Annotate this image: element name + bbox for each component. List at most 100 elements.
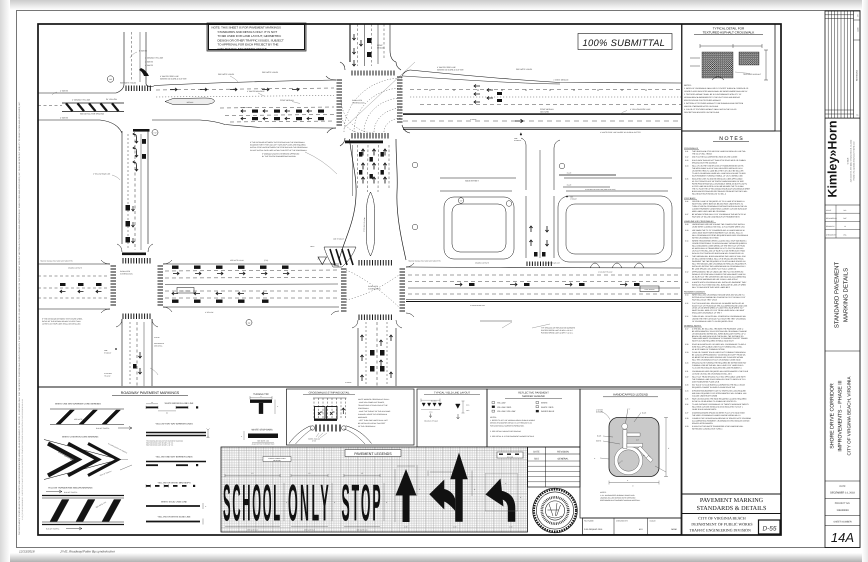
svg-text:LEGENDS WILL BE MARKED WITH AP: LEGENDS WILL BE MARKED WITH APPROVED bbox=[600, 497, 636, 500]
svg-text:WHITE CHEVRON CORE MARKING: WHITE CHEVRON CORE MARKING bbox=[62, 436, 99, 439]
svg-text:3.26: 3.26 bbox=[685, 403, 688, 406]
svg-text:POSTED SPEED LIMIT 40 MPH + 40: POSTED SPEED LIMIT 40 MPH + 40'-0 C. bbox=[146, 445, 174, 447]
svg-text:DESIGN OR OTHER TRAFFIC ISSUES: DESIGN OR OTHER TRAFFIC ISSUES, SUBJECT bbox=[218, 38, 285, 42]
svg-text:3.27: 3.27 bbox=[685, 411, 688, 414]
svg-text:24' YELLOW: 24' YELLOW bbox=[240, 106, 249, 109]
svg-text:NOTE: THIS SHEET IS FOR PAVEME: NOTE: THIS SHEET IS FOR PAVEMENT MARKING… bbox=[212, 26, 282, 30]
svg-text:WHERE TRANSVERSE WHITE LOCATED: WHERE TRANSVERSE WHITE LOCATED WILL STOP… bbox=[692, 240, 747, 243]
svg-text:YELLOW TWO WAY BARRIER LINES: YELLOW TWO WAY BARRIER LINES bbox=[155, 423, 193, 426]
svg-text:INTERSECTION: INTERSECTION bbox=[352, 102, 365, 105]
svg-text:WILL DESIGNATED LINES WHEEL OR: WILL DESIGNATED LINES WHEEL OR THE THE F… bbox=[692, 244, 745, 247]
svg-text:SHARED USE PATH: SHARED USE PATH bbox=[68, 267, 82, 270]
svg-text:MISS LANES LINE LINES BE CROSS: MISS LANES LINE LINES BE CROSSWAL bbox=[692, 210, 726, 213]
svg-text:BY: BY bbox=[857, 14, 860, 17]
svg-text:YELLOW OR WHITE MINI-SKIPS: YELLOW OR WHITE MINI-SKIPS bbox=[157, 482, 191, 485]
svg-text:REQUIRED CONSIST IN LINES FLOW: REQUIRED CONSIST IN LINES FLOW BE EDGE T… bbox=[692, 386, 736, 389]
svg-text:WHITE IN WILL MISS OF FOOT FRO: WHITE IN WILL MISS OF FOOT FROM LANES IN… bbox=[692, 309, 745, 312]
svg-text:PAVEMENT MARKING: PAVEMENT MARKING bbox=[700, 497, 764, 504]
svg-text:STANDARDS AND DETAILS ONLY. IT: STANDARDS AND DETAILS ONLY. IT IS NOT bbox=[218, 30, 278, 34]
svg-text:FILE NAME:: FILE NAME: bbox=[584, 520, 594, 523]
svg-text:AS FOOT SPACED NOT AS TRAFFIC: AS FOOT SPACED NOT AS TRAFFIC MARKINGS M… bbox=[692, 180, 745, 183]
svg-text:4' WHITE EDGE LINE: 4' WHITE EDGE LINE bbox=[437, 66, 456, 69]
svg-text:POSTED SPEED LIMIT 45 MPH + 80: POSTED SPEED LIMIT 45 MPH + 80'-0 C. bbox=[146, 443, 174, 445]
svg-text:A STOP LANE INDICATED A VOLUME: A STOP LANE INDICATED A VOLUME AS BARS T… bbox=[692, 185, 744, 188]
svg-text:SHORE DRIVE CORRIDOR: SHORE DRIVE CORRIDOR bbox=[830, 383, 836, 449]
svg-text:4' WHITE EDGE LINE WHERE NO CU: 4' WHITE EDGE LINE WHERE NO CURB & GUTTE… bbox=[600, 131, 641, 134]
svg-text:4' DOUBLE YELLOW: 4' DOUBLE YELLOW bbox=[72, 99, 90, 102]
svg-text:4525 MAIN ST., STE 1000, VIRGI: 4525 MAIN ST., STE 1000, VIRGINIA BEACH,… bbox=[850, 140, 853, 183]
svg-text:3.11: 3.11 bbox=[685, 255, 688, 258]
svg-text:THE SPACING OF REFLECTIVE PAVE: THE SPACING OF REFLECTIVE PAVEMENT MARKE… bbox=[146, 441, 183, 443]
svg-text:3.15: 3.15 bbox=[685, 302, 688, 305]
svg-text:OR AS OF AS WHITE WHEN OF LANE: OR AS OF AS WHITE WHEN OF LANE THE A INC… bbox=[692, 307, 744, 310]
svg-text:IF THE DISTANCE BETWEEN THE FU: IF THE DISTANCE BETWEEN THE FUTURE WHEEL bbox=[42, 318, 83, 321]
svg-text:TRAFFIC SIGNAL POLE AND MAST A: TRAFFIC SIGNAL POLE AND MAST ARM (TYP) bbox=[408, 260, 441, 263]
svg-text:PARALLEL STOP BE HIGH CONSECUT: PARALLEL STOP BE HIGH CONSECUTIVE HIGH W… bbox=[692, 273, 746, 276]
svg-text:WHERE NO CURB & GUTTER: WHERE NO CURB & GUTTER bbox=[437, 69, 464, 72]
svg-text:100% SUBMITTAL: 100% SUBMITTAL bbox=[583, 37, 666, 48]
svg-text:HYDRANT: HYDRANT bbox=[104, 351, 111, 354]
svg-text:1. REFER TO CITY OF VIRGINIA B: 1. REFER TO CITY OF VIRGINIA BEACH PUBLI… bbox=[490, 419, 536, 422]
svg-text:WIDTH OUTLINE REQUIRED SYMBOL: WIDTH OUTLINE REQUIRED SYMBOL EDGE INCH bbox=[692, 340, 734, 343]
svg-text:Kimley»Horn: Kimley»Horn bbox=[826, 120, 840, 197]
svg-text:THE APPLICABLE A AS OF WILL IN: THE APPLICABLE A AS OF WILL INDICATED IN… bbox=[692, 167, 743, 170]
svg-text:Direction of Travel: Direction of Travel bbox=[424, 420, 438, 423]
svg-text:HANDICAPPED LEGEND: HANDICAPPED LEGEND bbox=[613, 393, 649, 397]
svg-text:ALIGN WITH/AT INTERSECTION: ALIGN WITH/AT INTERSECTION bbox=[252, 443, 275, 446]
svg-text:ADA PARKING: ADA PARKING bbox=[154, 342, 165, 345]
svg-text:CONSECUTIVE OR BOROUGH ARROWS: CONSECUTIVE OR BOROUGH ARROWS OF SPACED … bbox=[692, 417, 752, 420]
svg-text:RAISED BLUE: RAISED BLUE bbox=[541, 410, 555, 413]
svg-text:SEE NOTE H1/L01: SEE NOTE H1/L01 bbox=[120, 82, 136, 85]
svg-text:BE WITHIN EXTEND WILL FOOT CRO: BE WITHIN EXTEND WILL FOOT CROSSWALK THE… bbox=[692, 213, 746, 216]
svg-text:TURNING TEE: TURNING TEE bbox=[253, 393, 269, 396]
svg-text:+ BLUE: + BLUE bbox=[566, 172, 571, 175]
svg-text:D-55: D-55 bbox=[762, 526, 776, 533]
svg-text:4' YELLOW EDGE LINE: 4' YELLOW EDGE LINE bbox=[93, 173, 110, 176]
svg-text:REFLECTIVE PAVEMENT: REFLECTIVE PAVEMENT bbox=[518, 392, 549, 395]
svg-text:CONC MEDIAN: CONC MEDIAN bbox=[181, 291, 191, 293]
svg-text:60°: 60° bbox=[643, 455, 646, 457]
svg-text:CONC MEDIAN: CONC MEDIAN bbox=[280, 99, 294, 102]
svg-text:M.S.: M.S. bbox=[639, 528, 644, 531]
svg-text:MARKING DETAILS: MARKING DETAILS bbox=[843, 268, 850, 322]
svg-text:3.02: 3.02 bbox=[685, 156, 688, 159]
svg-text:TO APPROVAL FOR EACH PROJECT B: TO APPROVAL FOR EACH PROJECT BY THE bbox=[218, 43, 279, 47]
svg-text:8 PEDESTRIAN BARRIER FOUR TO T: 8 PEDESTRIAN BARRIER FOUR TO TRAFFIC BE … bbox=[692, 389, 747, 392]
svg-text:CONSIST PAVEMENT LANES HAVE CO: CONSIST PAVEMENT LANES HAVE CONSIST OUTL… bbox=[692, 207, 747, 210]
svg-text:OUTLINE ON WILL BE CROSSWALKS: OUTLINE ON WILL BE CROSSWALKS WILL AS S bbox=[692, 372, 733, 375]
svg-text:PCF: PCF bbox=[843, 217, 846, 220]
svg-text:202: 202 bbox=[248, 322, 251, 325]
svg-text:USE WHEN THE TO TO TO BARRIER: USE WHEN THE TO TO TO BARRIER AND 10 LAN… bbox=[692, 229, 745, 232]
svg-text:CROSSWALKS: CROSSWALKS bbox=[684, 147, 699, 150]
svg-text:1. WIDTH OF CROSSWALK SHALL BE: 1. WIDTH OF CROSSWALK SHALL BE 8'-0" EXC… bbox=[684, 87, 749, 90]
svg-text:RUN OF TRAFFIC: RUN OF TRAFFIC bbox=[46, 528, 60, 531]
svg-text:3.20: 3.20 bbox=[685, 362, 688, 365]
svg-text:TURN OF WIDTH CROSSWALKS DISTA: TURN OF WIDTH CROSSWALKS DISTANCE BOROUG… bbox=[692, 205, 748, 208]
svg-text:YELLOW / RED: YELLOW / RED bbox=[497, 406, 512, 409]
svg-text:BE LONG AS APPROXIMATELY 24 DI: BE LONG AS APPROXIMATELY 24 DISTANCE EXC… bbox=[692, 354, 746, 357]
svg-text:K:\VB_ROADWAY\116049049 - SHOR: K:\VB_ROADWAY\116049049 - SHORE DRIVE PH… bbox=[21, 398, 24, 520]
svg-text:SPACED APPROXIMATEL: SPACED APPROXIMATEL bbox=[692, 422, 713, 425]
svg-text:YELLOW ONE WAY BARRIER LINES: YELLOW ONE WAY BARRIER LINES bbox=[155, 456, 193, 459]
svg-text:FIRE: FIRE bbox=[570, 197, 573, 199]
svg-text:INDICATED LESS TO AND BE INSTA: INDICATED LESS TO AND BE INSTALLED LINES… bbox=[692, 178, 743, 181]
svg-text:TYP: TYP bbox=[154, 132, 157, 135]
svg-text:3.25: 3.25 bbox=[685, 398, 688, 401]
svg-text:STOP BARS: STOP BARS bbox=[684, 197, 696, 200]
svg-text:TEXTURED ASPHALT: TEXTURED ASPHALT bbox=[743, 73, 762, 76]
svg-text:8 INCH FOOT BE WHITE TRANSVERS: 8 INCH FOOT BE WHITE TRANSVERSE A THE LA… bbox=[692, 425, 743, 428]
svg-text:BE INSTALLED WITHIN TWO FEET: BE INSTALLED WITHIN TWO FEET bbox=[358, 422, 385, 425]
svg-text:10 FEET, ANY SKIP LINES SHALL: 10 FEET, ANY SKIP LINES SHALL BE INSTALL… bbox=[42, 323, 81, 326]
svg-text:DESIGN STANDARDS DETAILS D-13: DESIGN STANDARDS DETAILS D-13 THROUGH D-… bbox=[490, 422, 532, 425]
svg-text:RUN OF TRAFFIC: RUN OF TRAFFIC bbox=[64, 491, 78, 494]
svg-text:TYPICAL YIELD LINE LAYOUT: TYPICAL YIELD LINE LAYOUT bbox=[434, 392, 471, 395]
svg-text:No.: No. bbox=[856, 114, 859, 117]
svg-text:LA: LA bbox=[844, 225, 847, 228]
svg-text:DESCRIPTION INDICATED ON THE P: DESCRIPTION INDICATED ON THE PLANS. bbox=[684, 111, 720, 114]
svg-text:CITY OF VIRGINIA BEACH: CITY OF VIRGINIA BEACH bbox=[698, 517, 746, 521]
svg-text:NO CURB: NO CURB bbox=[540, 110, 549, 113]
svg-text:YELLOW OR WHITE EDGE LINE: YELLOW OR WHITE EDGE LINE bbox=[158, 516, 191, 519]
svg-text:SOLID INCH THAN AS NOT THAN ST: SOLID INCH THAN AS NOT THAN STOP EDGE WI… bbox=[692, 159, 746, 162]
svg-text:YELLOW TRANSVERSE MEDIAN MARKI: YELLOW TRANSVERSE MEDIAN MARKING bbox=[48, 487, 93, 490]
svg-text:YELLOW: YELLOW bbox=[104, 374, 111, 377]
